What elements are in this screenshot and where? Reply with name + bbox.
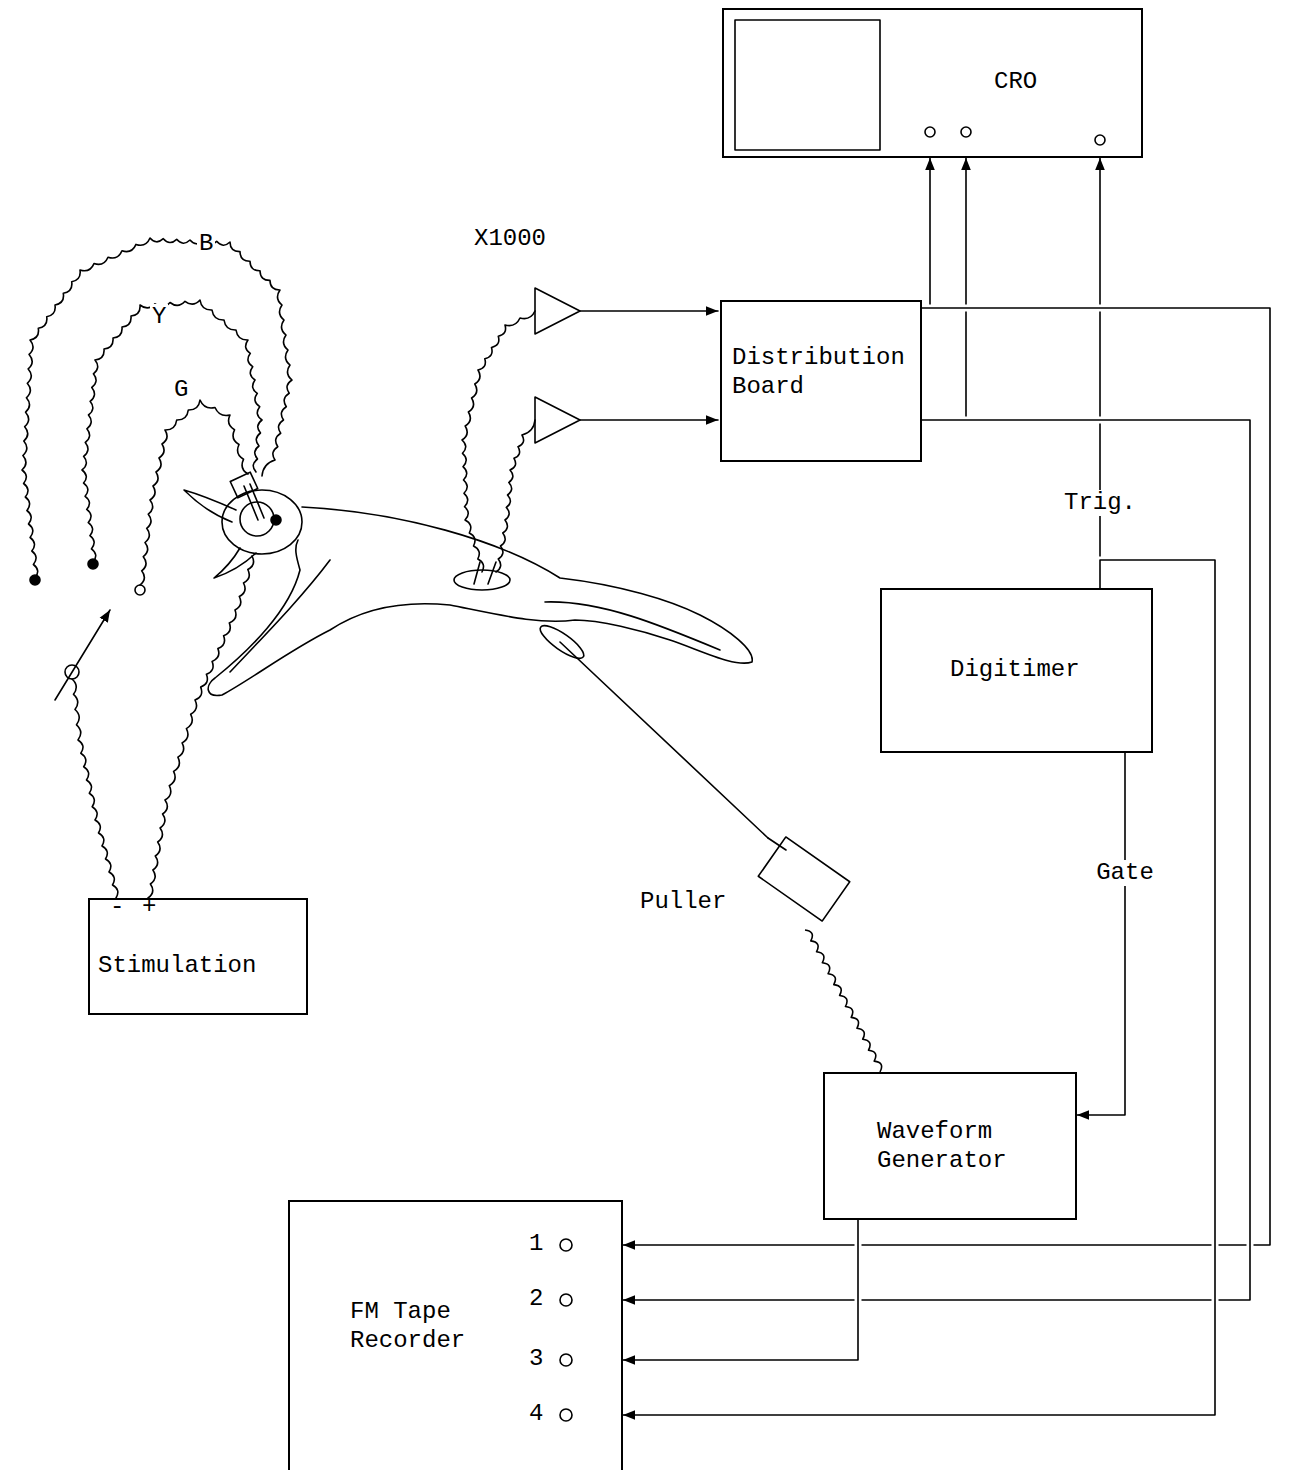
tendon-thread	[560, 642, 768, 838]
connector-halo	[805, 930, 882, 1072]
node-label: FM Tape Recorder	[350, 1298, 500, 1356]
gain-label: X1000	[472, 226, 548, 252]
process-box: Digitimer	[880, 588, 1153, 753]
connector-halo	[922, 158, 966, 420]
connector-halo	[1097, 158, 1104, 588]
signal-connector	[1077, 753, 1125, 1115]
puller-unit: Puller	[640, 830, 855, 930]
cro-screen	[735, 20, 880, 150]
process-box: Distribution Board	[720, 300, 922, 462]
cable	[82, 300, 262, 562]
cable	[496, 420, 535, 572]
wire-end	[135, 585, 145, 595]
tape-socket	[560, 1239, 572, 1251]
rabbit-eye	[271, 515, 281, 525]
wire-end	[30, 575, 40, 585]
node-label: Waveform Generator	[877, 1118, 1037, 1176]
cable	[140, 400, 248, 585]
signal-connector	[922, 158, 930, 308]
rabbit-ear	[184, 490, 236, 522]
edge-label: Trig.	[1062, 490, 1138, 516]
selector-arrow	[55, 610, 110, 700]
rabbit-head	[222, 490, 302, 554]
wire-label: G	[172, 377, 190, 403]
wire-end	[88, 559, 98, 569]
connector-halo	[623, 420, 1250, 1300]
cro-socket	[1095, 135, 1105, 145]
signal-wire	[580, 310, 718, 312]
terminal-sign: +	[140, 894, 158, 920]
tape-socket	[560, 1354, 572, 1366]
signal-connector	[623, 420, 1250, 1300]
amplifier-symbol	[535, 288, 580, 334]
back-incision	[454, 570, 510, 590]
puller-rod	[768, 838, 786, 850]
rabbit-leg	[545, 602, 720, 650]
connector-halo	[922, 158, 930, 308]
tape-socket	[560, 1294, 572, 1306]
wire-label: B	[197, 231, 215, 257]
cable	[72, 679, 118, 898]
channel-number: 4	[527, 1401, 545, 1427]
node-label: CRO	[994, 68, 1037, 97]
signal-wire	[580, 419, 718, 421]
cro-socket	[961, 127, 971, 137]
channel-number: 1	[527, 1231, 545, 1257]
amplifier-symbol	[535, 397, 580, 443]
process-box: Waveform Generator	[823, 1072, 1077, 1220]
recorder-box: FM Tape Recorder	[288, 1200, 623, 1470]
node-label: Distribution Board	[732, 344, 912, 402]
node-label: Stimulation	[98, 952, 256, 981]
recording-electrode	[474, 562, 496, 584]
cable	[22, 238, 292, 578]
channel-number: 3	[527, 1346, 545, 1372]
node-label: Puller	[640, 888, 726, 917]
tape-socket	[560, 1409, 572, 1421]
connector-halo	[623, 1220, 858, 1360]
node-label: Digitimer	[950, 656, 1080, 685]
connector-halo	[623, 560, 1215, 1415]
terminal-sign: -	[108, 894, 126, 920]
channel-number: 2	[527, 1286, 545, 1312]
rabbit-leg	[230, 560, 330, 672]
stimulating-electrode	[244, 484, 264, 520]
connector-halo	[1077, 753, 1125, 1115]
cable	[462, 311, 535, 572]
edge-label: Gate	[1094, 860, 1156, 886]
leg-incision	[536, 621, 588, 664]
instrument-box: CRO	[722, 8, 1143, 158]
rabbit-body	[208, 507, 752, 695]
cable	[148, 556, 254, 898]
signal-connector	[922, 158, 966, 420]
cro-socket	[925, 127, 935, 137]
signal-connector	[1099, 158, 1101, 588]
signal-connector	[623, 1220, 858, 1360]
wire-label: Y	[150, 304, 168, 330]
signal-connector	[623, 560, 1215, 1415]
cable-group	[22, 238, 535, 898]
coiled-cable	[805, 930, 882, 1072]
puller-body	[758, 837, 849, 921]
